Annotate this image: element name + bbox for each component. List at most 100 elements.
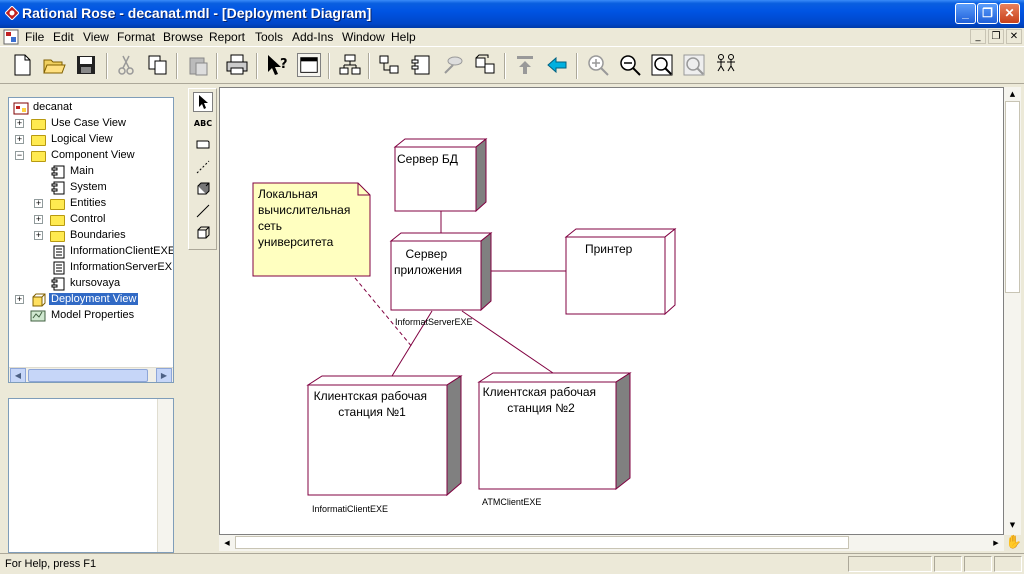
tree-item-boundaries[interactable]: + Boundaries	[9, 228, 169, 244]
scroll-up-icon[interactable]: ▲	[1009, 90, 1016, 98]
node-db-server[interactable]: Сервер БД	[393, 137, 488, 213]
device-tool[interactable]	[193, 224, 213, 244]
tree-item-entities[interactable]: + Entities	[9, 196, 169, 212]
diagram-horizontal-scrollbar[interactable]: ◀ ▶	[219, 535, 1004, 551]
tree-item-logical-view[interactable]: + Logical View	[9, 132, 169, 148]
node-client-2[interactable]: Клиентская рабочая станция №2	[477, 372, 632, 491]
save-icon[interactable]	[74, 53, 98, 77]
tree-expander[interactable]: +	[34, 198, 43, 208]
tree-expander[interactable]: +	[15, 118, 24, 128]
class-diagram-icon[interactable]	[377, 53, 401, 77]
processor-icon	[197, 182, 210, 195]
menu-help[interactable]: Help	[391, 30, 416, 44]
horizontal-scroll-thumb[interactable]	[235, 536, 849, 549]
connection-app-client2[interactable]	[461, 310, 554, 374]
model-browser: decanat + Use Case View + Logical View −…	[8, 97, 174, 383]
tree-item-model-properties[interactable]: Model Properties	[9, 308, 169, 324]
scroll-right-icon[interactable]: ▶	[993, 539, 999, 547]
tree-item-label: kursovaya	[70, 277, 121, 289]
tree-item-system[interactable]: System	[9, 180, 169, 196]
menu-file[interactable]: File	[25, 30, 45, 44]
maximize-button[interactable]: ❐	[977, 3, 998, 24]
deployment-diagram-canvas[interactable]: Локальная вычислительная сеть университе…	[219, 87, 1004, 535]
vertical-scroll-thumb[interactable]	[1005, 101, 1020, 293]
tree-item-information-server-exe[interactable]: InformationServerEXE	[9, 260, 173, 276]
mdi-close-button[interactable]: ✕	[1006, 29, 1022, 44]
new-icon[interactable]	[10, 53, 34, 77]
client1-component-label[interactable]: InformatiClientEXE	[312, 504, 388, 514]
hand-pan-icon[interactable]: ✋	[1005, 535, 1023, 550]
zoom-in-icon[interactable]	[586, 53, 610, 77]
tree-item-component-view[interactable]: − Component View	[9, 148, 169, 164]
tree-item-deployment-view[interactable]: + Deployment View	[9, 292, 169, 308]
print-icon[interactable]	[225, 53, 249, 77]
tree-item-information-client-exe[interactable]: InformationClientEXE	[9, 244, 173, 260]
component-diagram-icon[interactable]	[409, 53, 433, 77]
tree-root[interactable]: decanat	[11, 100, 161, 116]
note-line-3: сеть	[258, 219, 282, 233]
parent-diagram-icon[interactable]	[513, 53, 537, 77]
paste-icon[interactable]	[186, 53, 210, 77]
open-icon[interactable]	[42, 53, 66, 77]
node-app-server[interactable]: Сервер приложения	[389, 231, 493, 312]
diagram-vertical-scrollbar[interactable]: ▲ ▼	[1004, 87, 1021, 535]
scroll-left-icon[interactable]: ◀	[224, 539, 230, 547]
processor-tool[interactable]	[193, 180, 213, 200]
browse-actors-icon[interactable]	[714, 53, 738, 77]
copy-icon[interactable]	[146, 53, 170, 77]
tree-item-control[interactable]: + Control	[9, 212, 169, 228]
scroll-right-icon[interactable]: ▶	[156, 368, 172, 382]
doc-vertical-scrollbar[interactable]	[157, 399, 173, 552]
close-button[interactable]: ✕	[999, 3, 1020, 24]
zoom-out-icon[interactable]	[618, 53, 642, 77]
anchor-note-tool[interactable]	[193, 158, 213, 178]
document-icon[interactable]	[3, 29, 19, 45]
tree-expander[interactable]: −	[15, 150, 24, 160]
mdi-minimize-button[interactable]: _	[970, 29, 986, 44]
undo-fit-icon[interactable]	[682, 53, 706, 77]
minimize-button[interactable]: _	[955, 3, 976, 24]
tree-expander[interactable]: +	[34, 230, 43, 240]
menu-tools[interactable]: Tools	[255, 30, 284, 44]
client2-component-label[interactable]: ATMClientEXE	[482, 497, 541, 507]
sequence-icon[interactable]	[441, 53, 465, 77]
menu-view[interactable]: View	[83, 30, 109, 44]
diagram-icon[interactable]	[338, 53, 362, 77]
text-tool[interactable]: ABC	[193, 119, 213, 128]
tree-expander[interactable]: +	[15, 134, 24, 144]
connection-tool[interactable]	[193, 202, 213, 222]
menu-add-ins[interactable]: Add-Ins	[292, 30, 334, 44]
back-arrow-icon[interactable]	[545, 53, 569, 77]
menu-browse[interactable]: Browse	[163, 30, 204, 44]
tree-item-label: Main	[70, 165, 94, 177]
scroll-left-icon[interactable]: ◀	[10, 368, 26, 382]
toolbar: ?	[0, 46, 1024, 84]
menu-report[interactable]: Report	[209, 30, 246, 44]
node-printer[interactable]: Принтер	[564, 227, 677, 316]
cut-icon[interactable]	[114, 53, 138, 77]
selection-tool[interactable]	[193, 92, 213, 112]
tree-expander[interactable]: +	[34, 214, 43, 224]
tree-expander[interactable]: +	[15, 294, 24, 304]
node-client-1[interactable]: Клиентская рабочая станция №1	[306, 375, 463, 497]
scroll-down-icon[interactable]: ▼	[1009, 521, 1016, 529]
context-help-icon[interactable]: ?	[265, 53, 289, 77]
browser-window-icon[interactable]	[297, 53, 321, 77]
connection-app-client1[interactable]	[391, 310, 433, 377]
tree-item-main[interactable]: Main	[9, 164, 169, 180]
menu-format[interactable]: Format	[117, 30, 156, 44]
scroll-thumb[interactable]	[28, 369, 148, 382]
documentation-window[interactable]	[8, 398, 174, 553]
deployment-diagram-icon[interactable]	[473, 53, 497, 77]
mdi-restore-button[interactable]: ❐	[988, 29, 1004, 44]
tree-item-kursovaya[interactable]: kursovaya	[9, 276, 169, 292]
menu-window[interactable]: Window	[342, 30, 385, 44]
browser-horizontal-scrollbar[interactable]: ◀ ▶	[9, 367, 173, 382]
tree-item-use-case-view[interactable]: + Use Case View	[9, 116, 169, 132]
note-lan[interactable]: Локальная вычислительная сеть университе…	[252, 182, 371, 277]
app-component-label[interactable]: InformatServerEXE	[395, 317, 473, 327]
note-anchor-line[interactable]	[354, 277, 414, 349]
fit-in-window-icon[interactable]	[650, 53, 674, 77]
note-tool[interactable]	[193, 136, 213, 156]
menu-edit[interactable]: Edit	[53, 30, 74, 44]
